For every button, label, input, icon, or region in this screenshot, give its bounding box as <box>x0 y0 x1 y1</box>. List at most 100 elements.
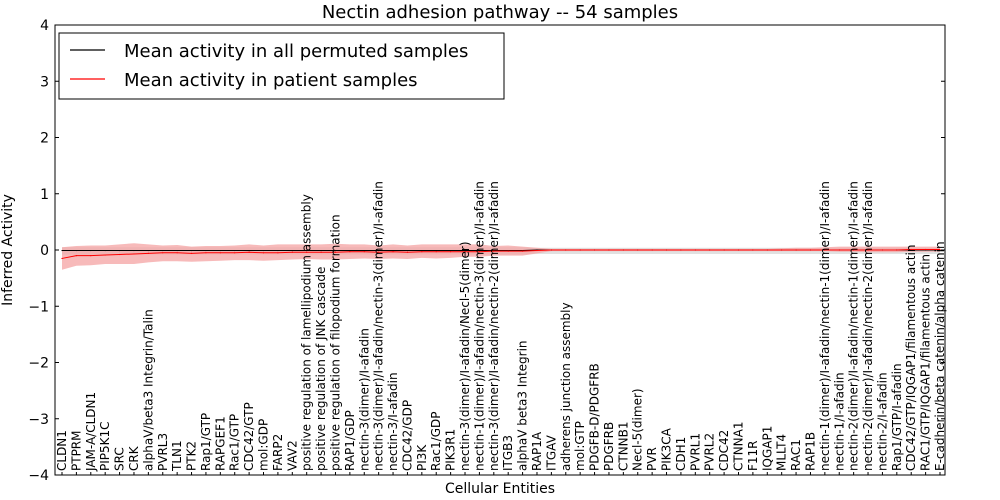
series-lines <box>61 248 941 260</box>
x-tick-label: ITGB3 <box>501 435 515 471</box>
data-point <box>565 249 567 251</box>
data-point <box>464 249 466 252</box>
x-tick-label: nectin-2(dimer)/I-afadin/nectin-2(dimer)… <box>861 181 875 471</box>
x-tick-label: nectin-1/I-afadin <box>832 372 846 471</box>
data-point <box>234 252 236 254</box>
data-point <box>881 249 884 251</box>
data-point <box>190 249 193 252</box>
y-tick-label: −4 <box>28 468 49 484</box>
data-point <box>737 249 740 251</box>
data-point <box>478 251 481 253</box>
data-point <box>104 249 106 252</box>
x-tick-label: PVRL2 <box>703 433 717 471</box>
x-tick-label: mol:GDP <box>257 419 271 471</box>
band-series-1 <box>62 243 940 270</box>
data-point <box>450 249 452 252</box>
data-point <box>665 249 668 251</box>
confidence-bands <box>62 243 940 270</box>
x-tick-label: PDGFRB <box>602 422 616 471</box>
data-point <box>248 249 250 252</box>
data-point <box>593 249 596 251</box>
data-point <box>766 249 768 251</box>
data-point <box>262 249 265 252</box>
x-tick-label: CDC42/GDP <box>400 400 414 471</box>
data-point <box>435 251 437 253</box>
x-tick-label: nectin-3(dimer)/I-afadin/nectin-2(dimer)… <box>487 181 501 471</box>
data-point <box>795 249 797 251</box>
data-point <box>363 251 365 253</box>
series-line-1 <box>61 248 940 259</box>
x-tick-label: CDH1 <box>674 437 688 471</box>
x-tick-label: SRC <box>113 447 127 471</box>
x-tick-label: RAP1A <box>530 431 544 471</box>
x-tick-label: RAC1/GTP/IQGAP1/filamentous actin <box>919 254 933 471</box>
data-point <box>392 251 394 253</box>
y-axis-label: Inferred Activity <box>0 194 16 306</box>
x-tick-label: positive regulation of filopodium format… <box>328 214 342 471</box>
legend-box <box>58 32 505 100</box>
data-point <box>781 249 783 251</box>
x-tick-label: CLDN1 <box>55 430 69 471</box>
x-tick-label: FARP2 <box>271 434 285 471</box>
data-point <box>392 249 394 252</box>
data-point <box>939 248 941 251</box>
data-point <box>162 249 164 252</box>
data-point <box>205 252 207 254</box>
data-point <box>291 251 293 253</box>
x-tick-label: RAPGEF1 <box>213 416 227 471</box>
data-point <box>277 249 279 252</box>
x-tick-label: nectin-3(dimer)/I-afadin/nectin-3(dimer)… <box>372 181 386 471</box>
x-tick-label: CDC42/GTP <box>242 402 256 471</box>
x-tick-label: CTNNA1 <box>731 421 745 471</box>
data-point <box>349 251 351 253</box>
legend: Mean activity in all permuted samples Me… <box>58 32 505 100</box>
x-axis-label: Cellular Entities <box>445 481 555 497</box>
x-tick-label: PTK2 <box>185 441 199 471</box>
data-point <box>75 249 77 252</box>
data-point <box>622 249 624 251</box>
x-tick-label: Rac1/GDP <box>429 412 443 471</box>
data-point <box>853 249 855 251</box>
x-tick-label: E-cadherin/beta catenin/alpha catenin <box>933 241 947 471</box>
data-point <box>896 249 898 251</box>
x-tick-label: Rap1/GTP/I-afadin <box>890 363 904 471</box>
x-tick-label: positive regulation of lamellipodium ass… <box>300 194 314 471</box>
y-tick-label: 1 <box>40 187 49 203</box>
data-point <box>694 249 696 251</box>
y-tick-label: 4 <box>40 18 49 34</box>
y-tick-label: −2 <box>28 356 49 372</box>
y-tick-label: −3 <box>28 412 49 428</box>
data-point <box>118 253 121 256</box>
data-point <box>579 249 581 251</box>
x-tick-label: Necl-5(dimer) <box>631 388 645 471</box>
x-tick-label: CDC42/GTP/IQGAP1/filamentous actin <box>904 245 918 471</box>
data-point <box>536 249 538 252</box>
chart-title: Nectin adhesion pathway -- 54 samples <box>322 2 678 23</box>
data-point <box>925 248 927 251</box>
x-tick-label: mol:GTP <box>573 421 587 471</box>
data-point <box>61 257 63 260</box>
data-point <box>219 249 221 252</box>
data-point <box>421 249 423 252</box>
data-point <box>90 249 92 252</box>
data-point <box>507 250 509 252</box>
data-point <box>277 252 279 254</box>
x-tick-label: RAP1B <box>803 432 817 471</box>
data-point <box>205 249 207 252</box>
data-point <box>493 250 495 252</box>
data-point <box>478 249 481 252</box>
data-point <box>162 252 164 254</box>
x-tick-label: positive regulation of JNK cascade <box>314 267 328 471</box>
y-tick-label: 2 <box>40 131 49 147</box>
legend-label-patient: Mean activity in patient samples <box>124 70 418 91</box>
data-point <box>234 249 236 252</box>
data-point <box>176 252 178 254</box>
data-point <box>320 251 322 253</box>
x-tick-label: RAC1 <box>789 439 803 471</box>
data-point <box>435 249 437 252</box>
x-tick-label: nectin-1(dimer)/I-afadin/nectin-3(dimer)… <box>472 181 486 471</box>
data-point <box>709 249 711 251</box>
x-tick-label: nectin-3(dimer)/I-afadin <box>357 328 371 471</box>
series-1 <box>61 248 941 260</box>
